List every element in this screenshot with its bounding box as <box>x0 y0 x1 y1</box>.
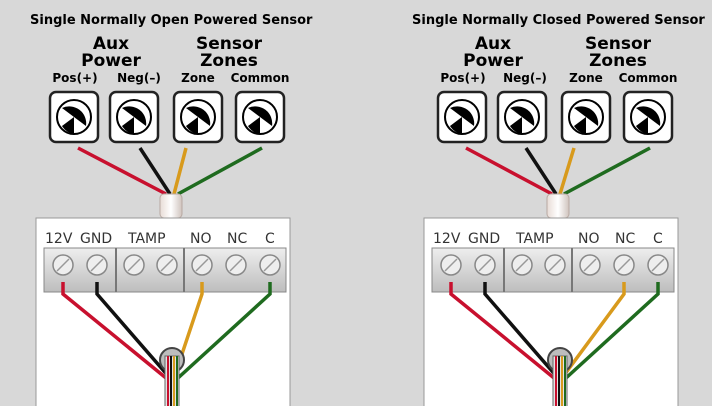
upper-wires <box>77 146 263 196</box>
neg-label: Neg(–) <box>117 71 161 85</box>
aux-title: Aux <box>93 34 129 54</box>
terminal-label-no: NO <box>578 231 600 247</box>
screw-terminal-zone <box>172 90 224 144</box>
terminal-label-no: NO <box>190 231 212 247</box>
screw-terminal-neg <box>108 90 160 144</box>
terminal-label-12v: 12V <box>433 231 461 247</box>
sensor-title: Sensor <box>196 34 263 54</box>
aux-title-line2: Power <box>81 51 141 71</box>
cable-sheath <box>546 193 570 219</box>
cable-grommet <box>547 347 573 406</box>
terminal-label-c: C <box>653 231 663 247</box>
terminal-label-gnd: GND <box>468 231 500 247</box>
pos-label: Pos(+) <box>440 71 485 85</box>
aux-title: Aux <box>475 34 511 54</box>
common-label: Common <box>231 71 290 85</box>
screw-terminal-common <box>622 90 674 144</box>
terminal-label-tamp: TAMP <box>127 231 166 247</box>
screw-terminal-pos <box>48 90 100 144</box>
terminal-label-c: C <box>265 231 275 247</box>
panel-normally-closed: Single Normally Closed Powered Sensor Au… <box>412 13 705 406</box>
upper-wires <box>465 146 651 196</box>
neg-label: Neg(–) <box>503 71 547 85</box>
cable-grommet <box>159 347 185 406</box>
panel-title: Single Normally Closed Powered Sensor <box>412 13 705 28</box>
common-label: Common <box>619 71 678 85</box>
terminal-strip <box>43 247 287 293</box>
pos-label: Pos(+) <box>52 71 97 85</box>
sensor-title-line2: Zones <box>200 51 258 71</box>
screw-terminal-common <box>234 90 286 144</box>
panel-title: Single Normally Open Powered Sensor <box>30 13 313 28</box>
terminal-strip <box>431 247 675 293</box>
screw-terminal-pos <box>436 90 488 144</box>
screw-terminal-neg <box>496 90 548 144</box>
terminal-label-12v: 12V <box>45 231 73 247</box>
terminal-label-gnd: GND <box>80 231 112 247</box>
terminal-label-nc: NC <box>227 231 247 247</box>
screw-terminal-zone <box>560 90 612 144</box>
panel-normally-open: Single Normally Open Powered Sensor Aux … <box>30 13 313 406</box>
sensor-title-line2: Zones <box>589 51 647 71</box>
cable-sheath <box>159 193 183 219</box>
terminal-label-tamp: TAMP <box>515 231 554 247</box>
aux-title-line2: Power <box>463 51 523 71</box>
sensor-title: Sensor <box>585 34 652 54</box>
lower-wires <box>449 282 660 380</box>
terminal-label-nc: NC <box>615 231 635 247</box>
zone-label: Zone <box>569 71 603 85</box>
zone-label: Zone <box>181 71 215 85</box>
lower-wires <box>61 282 272 380</box>
